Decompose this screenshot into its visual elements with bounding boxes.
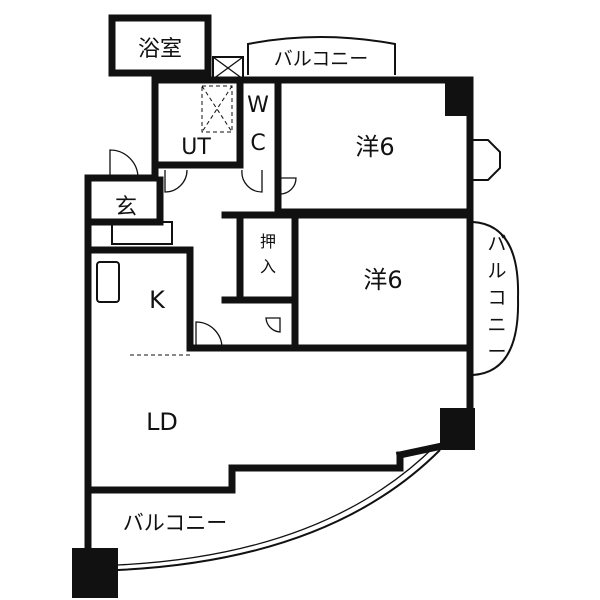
wall-bottom xyxy=(84,451,404,494)
balcony-right-char: バ xyxy=(487,233,506,255)
western-room-2-label: 洋6 xyxy=(363,266,402,294)
balcony-right-char: ニ xyxy=(487,314,506,336)
balcony-right-label: バ ル コ ニ ー xyxy=(487,233,506,363)
kitchen-label: K xyxy=(149,286,166,314)
door-swing xyxy=(241,169,263,193)
balcony-bottom-label: バルコニー xyxy=(123,511,228,535)
balcony-top-label: バルコニー xyxy=(274,48,369,70)
entrance-label: 玄 xyxy=(115,195,137,220)
door-swing xyxy=(109,149,139,179)
door-swing xyxy=(265,317,281,333)
balcony-top xyxy=(247,36,396,75)
bath-label: 浴室 xyxy=(138,37,182,62)
sink xyxy=(96,261,120,303)
shoe-cabinet xyxy=(111,221,173,245)
closet-label-2: 入 xyxy=(260,257,276,276)
pillar xyxy=(445,78,473,116)
duct-cross-icon xyxy=(212,56,244,80)
balcony-bottom xyxy=(117,449,441,571)
balcony-right-char: ー xyxy=(487,341,506,363)
closet-label-1: 押 xyxy=(260,232,276,251)
bay-window xyxy=(470,139,501,181)
pillar xyxy=(72,548,118,598)
door-swing xyxy=(195,321,223,349)
wall-interior xyxy=(88,246,474,352)
wc-label-w: W xyxy=(247,93,269,118)
balcony-right xyxy=(472,221,520,376)
door-swing xyxy=(279,176,297,210)
balcony-rail xyxy=(117,444,437,566)
wall-interior xyxy=(221,211,474,352)
door-swing xyxy=(164,169,188,193)
balcony-right-char: ル xyxy=(487,260,506,282)
balcony-right-char: コ xyxy=(487,287,506,309)
wc-label-c: C xyxy=(250,131,265,156)
ut-label: UT xyxy=(181,135,211,160)
pillar xyxy=(440,408,475,450)
living-dining-label: LD xyxy=(146,408,178,436)
bath-room xyxy=(108,14,212,77)
wall-entrance xyxy=(84,76,159,182)
western-room-1-label: 洋6 xyxy=(355,133,394,161)
washer-cross xyxy=(201,85,233,133)
washer-space xyxy=(201,85,233,133)
